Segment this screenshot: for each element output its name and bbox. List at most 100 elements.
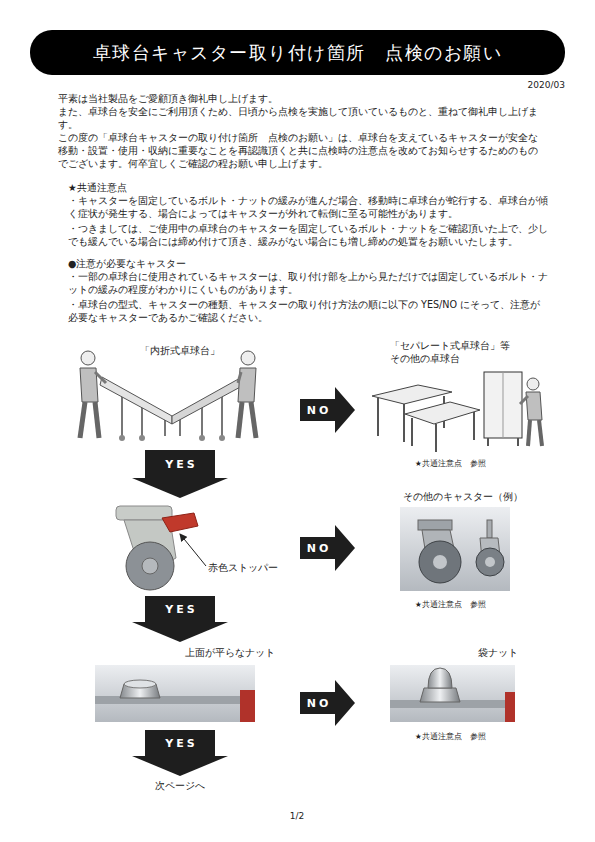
flow-arrow [300, 399, 335, 421]
table-top [405, 402, 480, 424]
table-top [100, 377, 172, 424]
arrow-label: YES [165, 603, 197, 616]
person-arm [520, 396, 528, 404]
reference-note: ★共通注意点 参照 [415, 598, 505, 611]
image-step: 「セパレート式卓球台」等 その他の卓球台 ★共通注意点 参照 [355, 333, 555, 473]
table-leg [377, 398, 379, 436]
arrow-label: NO [307, 697, 332, 710]
caster-wheel [199, 435, 205, 441]
caster-stem [487, 520, 492, 538]
body-text: ・卓球台の型式、キャスターの種類、キャスターの取り付け方法の順に以下の YES/… [68, 298, 548, 324]
arrow-label: NO [307, 542, 332, 555]
nut-base [420, 688, 460, 702]
body-text: ・一部の卓球台に使用されているキャスターは、取り付け部を上から見ただけでは固定し… [68, 270, 548, 296]
flow-arrow [300, 537, 335, 559]
body-text: ・キャスターを固定しているボルト・ナットの緩みが進んだ場合、移動時に卓球台が蛇行… [68, 194, 548, 220]
image-step: 「内折式卓球台」 [60, 340, 300, 450]
caster-wheel [139, 435, 145, 441]
caster-plate [418, 520, 452, 530]
person-leg [80, 402, 85, 438]
acorn-nut-dome [428, 668, 452, 688]
red-part [240, 690, 255, 722]
reference-note: ★共通注意点 参照 [415, 457, 505, 470]
body-text: 平素は当社製品をご愛顧頂き御礼申し上げます。 [58, 92, 545, 105]
step-caption: その他のキャスター（例） [403, 490, 533, 503]
table-leg [179, 418, 181, 436]
table-top [372, 385, 452, 404]
folding-table-illustration [80, 351, 256, 441]
table-leg [473, 412, 475, 440]
photo-background [95, 665, 255, 722]
arrow-label: YES [165, 458, 197, 471]
person-body [526, 392, 542, 420]
caster-wheel [219, 435, 225, 441]
flat-nut-photo [95, 665, 255, 722]
person-head [81, 351, 95, 365]
person-leg [95, 402, 99, 438]
caster-wheel [419, 541, 461, 583]
table-leg [517, 438, 519, 446]
photo-background [400, 507, 510, 591]
image-step: その他のキャスター（例） ★共通注意点 参照 [355, 488, 555, 612]
person-head [527, 378, 539, 390]
date-label: 2020/03 [465, 79, 565, 92]
step-caption: 「内折式卓球台」 [120, 344, 240, 357]
step-caption: 次ページへ [120, 779, 240, 792]
caster-wheel [476, 548, 504, 576]
title-banner: 卓球台キャスター取り付け箇所 点検のお願い [30, 30, 565, 75]
caster-wheel [119, 435, 125, 441]
arrow-label: YES [165, 737, 197, 750]
upright-table [484, 372, 522, 438]
step-caption: 「セパレート式卓球台」等 その他の卓球台 [390, 339, 518, 365]
acorn-nut-photo [390, 665, 515, 722]
person-body [238, 368, 256, 402]
image-step: 赤色ストッパー [60, 498, 300, 596]
step-caption: 上面が平らなナット [185, 646, 295, 659]
table-leg [411, 418, 413, 446]
person-leg [539, 420, 542, 446]
body-text: また、卓球台を安全にご利用頂くため、日頃から点検を実施して頂いているものと、重ね… [58, 105, 545, 131]
person-leg [251, 402, 256, 438]
flow-arrow [145, 596, 215, 622]
person-leg [528, 420, 530, 446]
reference-note: ★共通注意点 参照 [415, 730, 505, 743]
table-leg [435, 424, 437, 452]
separate-table-illustration [372, 372, 542, 452]
red-part [505, 692, 515, 722]
photo-background [390, 665, 515, 722]
mount-plate [95, 696, 245, 704]
caster-hub [485, 557, 495, 567]
table-top [172, 377, 244, 424]
table-line [503, 372, 504, 438]
red-stopper [162, 513, 198, 532]
body-text: この度の「卓球台キャスターの取り付け箇所 点検のお願い」は、卓球台を支えているキ… [58, 131, 545, 170]
image-step: 上面が平らなナット [60, 642, 300, 730]
flow-arrow [300, 692, 335, 714]
flow-arrow [145, 730, 215, 756]
body-text: ★共通注意点 [68, 181, 548, 194]
image-step: 次ページへ [60, 776, 300, 796]
image-step: 袋ナット ★共通注意点 参照 [355, 642, 555, 742]
stopper-caster-illustration [116, 506, 206, 590]
body-text: ・つきましては、ご使用中の卓球台のキャスターを固定しているボルト・ナットをご確認… [68, 222, 548, 248]
nut-top [124, 680, 156, 688]
step-caption: 袋ナット [478, 646, 538, 659]
person-leg [238, 402, 242, 438]
table-leg [221, 392, 223, 436]
caster-wheel [126, 542, 174, 590]
caster-hub [142, 558, 158, 574]
other-caster-photo [400, 507, 510, 591]
person-arm [95, 372, 106, 383]
table-leg [487, 438, 489, 446]
leader-line [180, 534, 206, 566]
arrow-label: NO [307, 404, 332, 417]
person-head [241, 351, 255, 365]
step-caption: 赤色ストッパー [208, 561, 298, 574]
page-number: 1/2 [247, 810, 347, 823]
flow-arrow [145, 450, 215, 478]
body-text: ●注意が必要なキャスター [68, 257, 548, 270]
person-arm [238, 372, 241, 383]
